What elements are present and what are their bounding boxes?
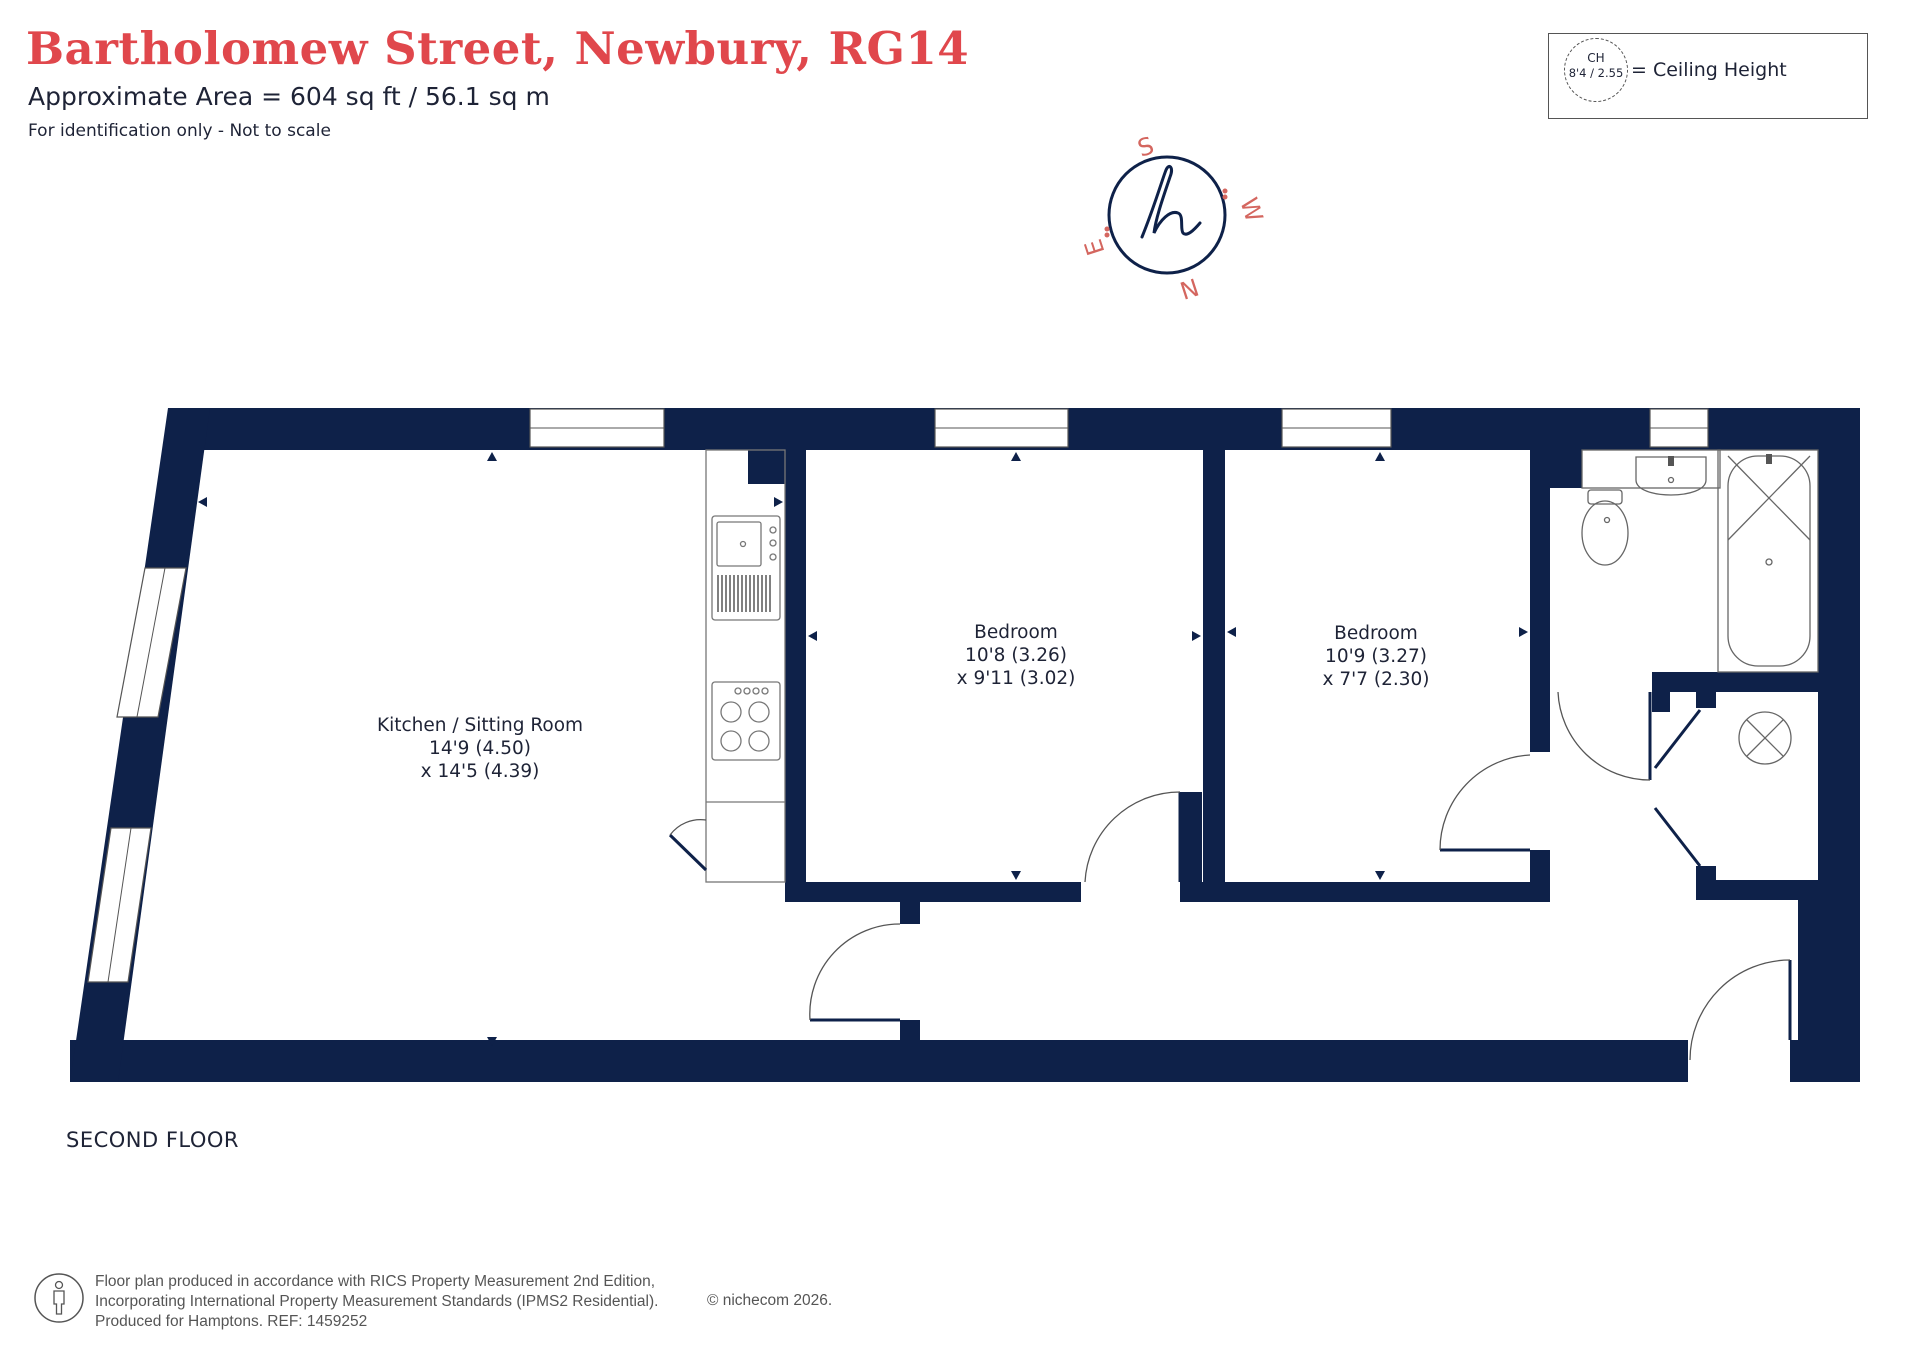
window-lines [107, 427, 1708, 983]
wall-bed2-bottom [1180, 882, 1550, 902]
compass-dot-w [1222, 194, 1228, 200]
room-dim-2: x 9'11 (3.02) [956, 668, 1076, 689]
room-label-kitchen: Kitchen / Sitting Room 14'9 (4.50) x 14'… [350, 714, 610, 783]
room-label-bedroom-2: Bedroom 10'9 (3.27) x 7'7 (2.30) [1266, 622, 1486, 691]
wall-bottom-right [1790, 1040, 1860, 1082]
bath-enclosure [1717, 449, 1819, 673]
kitchen-counter [705, 449, 786, 883]
ceiling-height-abbrev: CH [1587, 51, 1605, 65]
drainer-icon [717, 575, 771, 612]
room-name: Bedroom [1334, 623, 1418, 644]
footer-line-3: Produced for Hamptons. REF: 1459252 [95, 1313, 368, 1330]
bathroom-fittings [1581, 449, 1819, 765]
compass-dot-e [1104, 226, 1110, 232]
wall-partition-3a [1530, 450, 1550, 752]
compass-dot-w2 [1222, 188, 1228, 194]
boiler-icon [1738, 711, 1792, 765]
wall-cupboard-bottom [1696, 880, 1818, 900]
ceiling-height-label: = Ceiling Height [1631, 59, 1787, 81]
wall-partition-2 [1203, 450, 1225, 882]
ceiling-height-legend: CH 8'4 / 2.55 = Ceiling Height [1548, 33, 1868, 119]
footer-text: Floor plan produced in accordance with R… [95, 1272, 658, 1332]
toilet-icon [1581, 500, 1629, 566]
bathtub-icon [1727, 455, 1811, 667]
wall-right-inner [1798, 900, 1818, 1040]
wall-right [1818, 408, 1860, 1080]
wall-bed1-door-jamb [1180, 792, 1202, 890]
room-dim-1: 10'9 (3.27) [1325, 646, 1427, 667]
compass-circle [1107, 155, 1227, 275]
page-title: Bartholomew Street, Newbury, RG14 [26, 22, 970, 75]
footer-line-2: Incorporating International Property Mea… [95, 1293, 659, 1310]
wall-cupboard-top-stub [1696, 692, 1716, 708]
wall-stub-bath [1530, 450, 1582, 488]
sink-icon [711, 515, 781, 621]
dimension-markers [198, 452, 1528, 1046]
wall-stub-kitchen [748, 450, 786, 484]
tap-markers [1668, 454, 1772, 466]
hob-icon [711, 681, 781, 761]
brand-logo-icon [1140, 165, 1202, 239]
wall-bath-bottom [1652, 672, 1818, 692]
wall-cupboard-stub [1652, 672, 1670, 712]
ceiling-height-value: 8'4 / 2.55 [1568, 66, 1624, 81]
basin-icon [1635, 456, 1707, 496]
compass-rose: S W E N [1079, 131, 1268, 304]
ceiling-height-badge: CH 8'4 / 2.55 [1564, 38, 1628, 102]
room-dim-2: x 14'5 (4.39) [420, 761, 540, 782]
scale-note: For identification only - Not to scale [28, 121, 331, 141]
room-name: Kitchen / Sitting Room [376, 715, 584, 736]
room-dim-1: 14'9 (4.50) [429, 738, 531, 759]
wall-partition-3b [1530, 850, 1550, 900]
wall-bottom [70, 1040, 1688, 1082]
wall-partition-1 [785, 450, 806, 902]
copyright: © nichecom 2026. [707, 1292, 833, 1309]
wall-hall-stub-bottom [900, 1020, 920, 1042]
floor-label: SECOND FLOOR [66, 1128, 240, 1152]
footer-line-1: Floor plan produced in accordance with R… [95, 1273, 656, 1290]
compass-dot-e2 [1104, 232, 1110, 238]
walls [70, 408, 1860, 1082]
room-dim-1: 10'8 (3.26) [965, 645, 1067, 666]
kitchen-cupboard-door [668, 833, 708, 872]
room-dim-2: x 7'7 (2.30) [1322, 669, 1430, 690]
counter [705, 449, 786, 883]
wall-hall-stub-top [900, 902, 920, 924]
room-label-bedroom-1: Bedroom 10'8 (3.26) x 9'11 (3.02) [906, 621, 1126, 690]
wall-bed1-bottom [785, 882, 1081, 902]
area-summary: Approximate Area = 604 sq ft / 56.1 sq m [28, 82, 550, 111]
room-name: Bedroom [974, 622, 1058, 643]
bath-shelf [1581, 449, 1721, 489]
doors [809, 691, 1792, 1061]
person-scale-icon [34, 1273, 84, 1323]
